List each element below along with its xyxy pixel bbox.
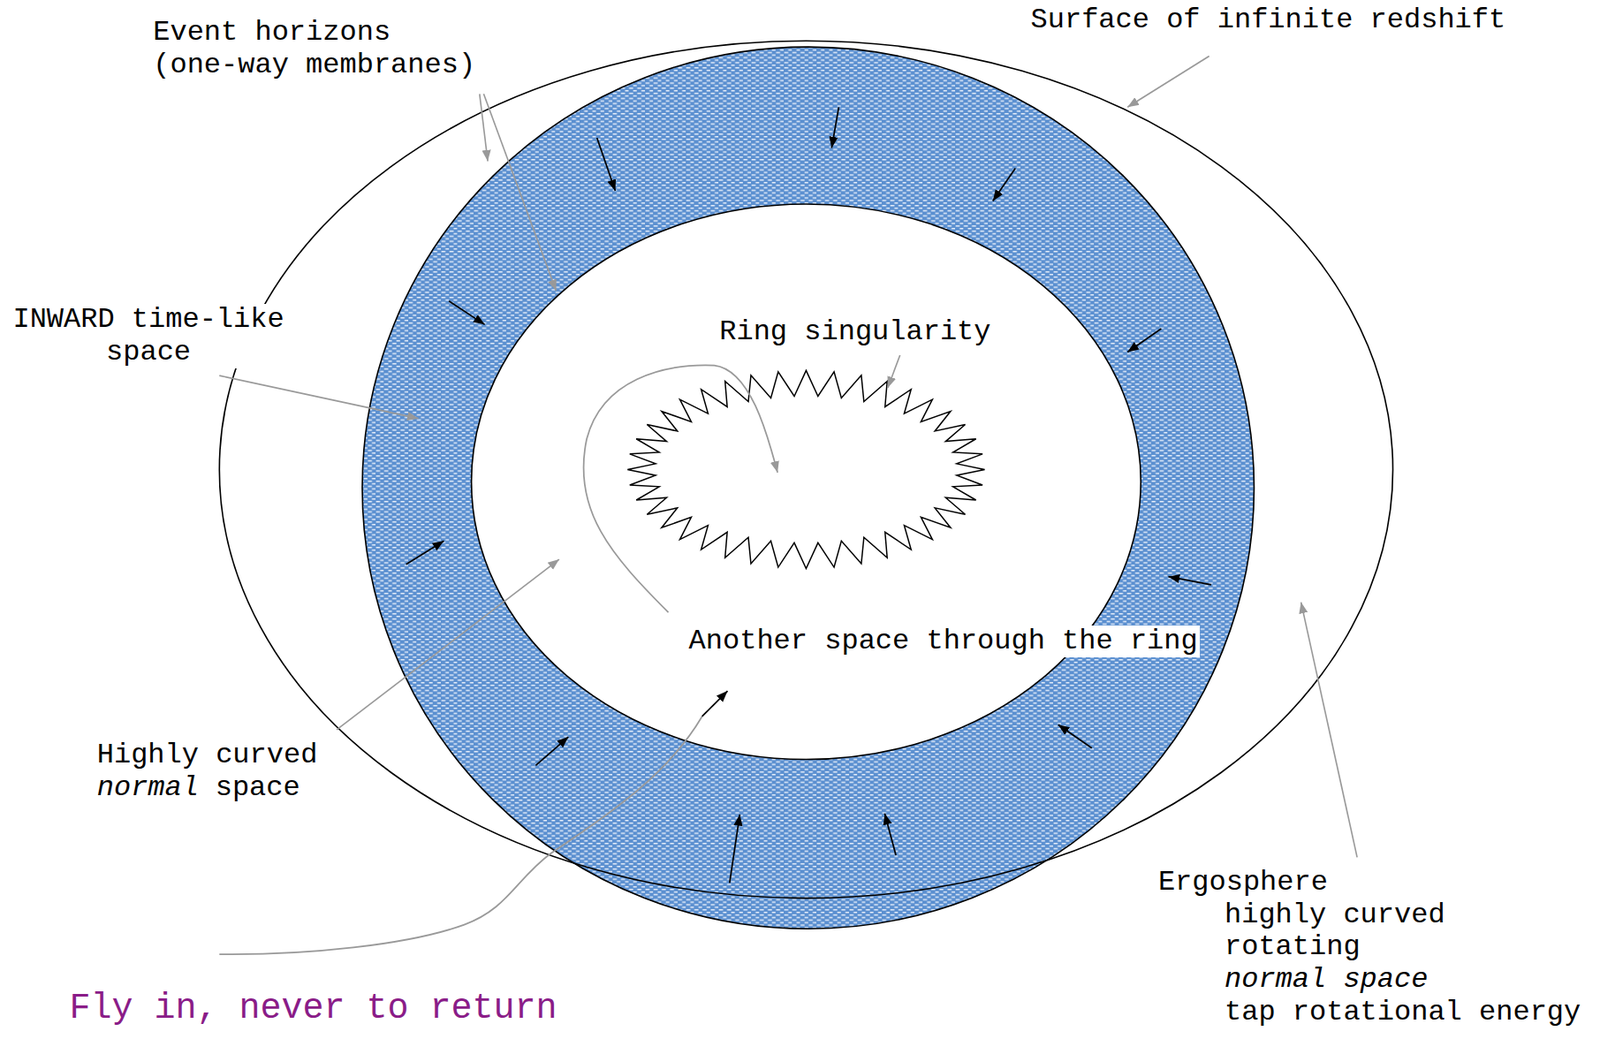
callout-label: INWARD time-like space — [8, 303, 289, 370]
infall-arrows — [406, 106, 1212, 883]
callout-label: Ring singularity — [717, 316, 993, 349]
ring-trajectory — [583, 364, 778, 613]
callout-label: space — [213, 772, 303, 805]
ring-singularity — [627, 370, 985, 569]
callout-label: Ergosphere — [1156, 866, 1330, 900]
redshift-surface — [219, 40, 1393, 898]
callout-label: normal space — [1222, 963, 1430, 997]
caption-label: Fly in, never to return — [68, 988, 560, 1030]
callout-label: highly curved — [1222, 899, 1448, 933]
callout-label: tap rotational energy — [1222, 996, 1583, 1030]
leader-lines — [219, 56, 1358, 858]
callout-label: normal — [95, 772, 201, 805]
horizon-band — [362, 46, 1254, 929]
callout-label: Highly curved — [95, 739, 320, 773]
callout-label: Event horizons (one-way membranes) — [151, 16, 486, 83]
inner-horizon — [471, 204, 1142, 759]
callout-label: rotating — [1222, 931, 1363, 964]
region-label: Another space through the ring — [687, 625, 1200, 659]
callout-label: Surface of infinite redshift — [1029, 4, 1509, 38]
trajectory-arrow — [702, 690, 728, 717]
